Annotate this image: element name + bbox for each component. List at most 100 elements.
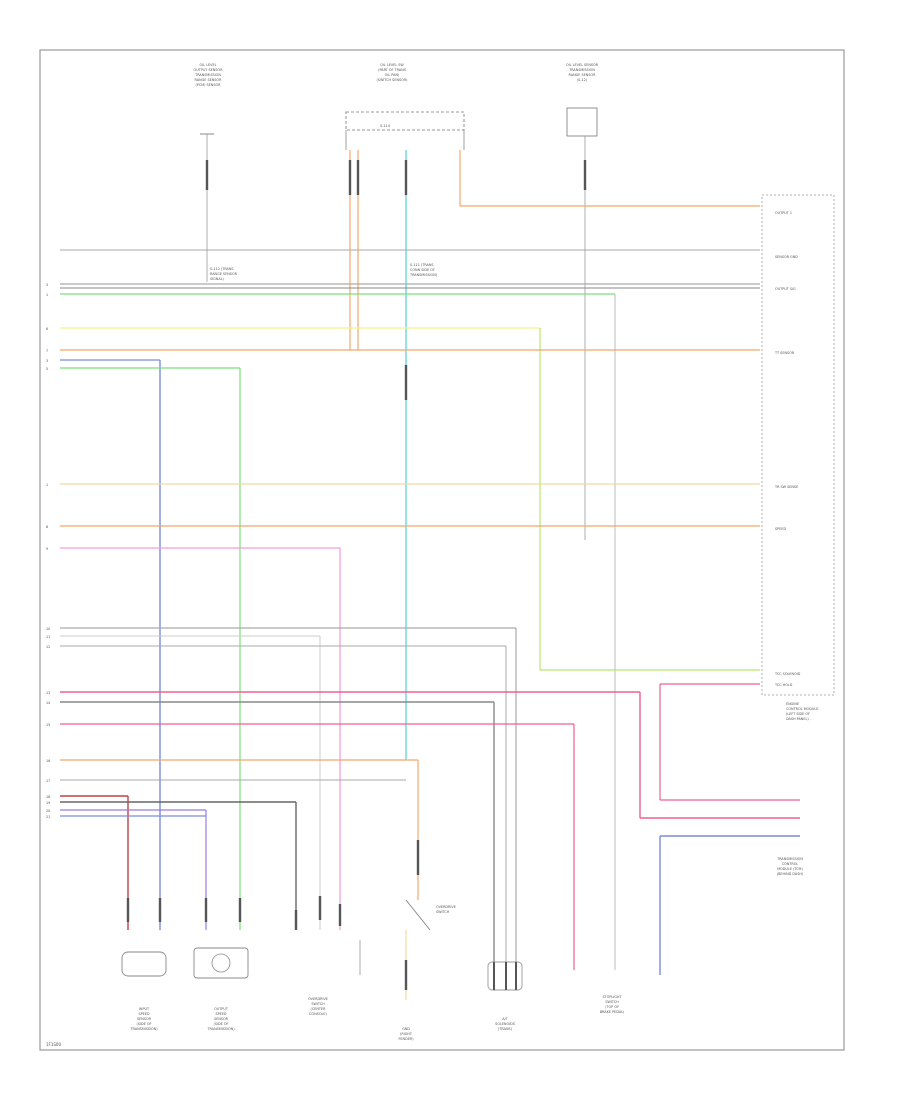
top-mid-label-2: (PART OF TRANS [378, 68, 406, 72]
pcm-pin-2: SENSOR GND [775, 255, 798, 259]
splice-label: S-114 [380, 124, 390, 128]
pcm-pin-7: TCC SOLENOID [774, 672, 801, 676]
overdrive-switch-console: OVERDRIVE SWITCH (CENTER CONSOLE) [308, 940, 361, 1016]
pcm-caption-3: (LEFT SIDE OF [786, 712, 810, 716]
svg-text:10: 10 [46, 627, 50, 631]
svg-text:17: 17 [46, 779, 50, 783]
label: OVERDRIVE [308, 997, 328, 1001]
splice-mid-3: TRANSMISSION) [409, 273, 438, 277]
sensor-body [121, 951, 167, 977]
svg-text:13: 13 [46, 691, 50, 695]
pcm-pin-8: TCC HOLD [774, 683, 793, 687]
label: (TOP OF [605, 1005, 619, 1009]
label: (TRANS) [498, 1027, 513, 1031]
label: SWITCH [605, 1000, 619, 1004]
pcm-pin-5: TR SW SENSE [774, 485, 798, 489]
pcm-caption-1: ENGINE [786, 702, 799, 706]
pcm-caption-4: DASH PANEL) [786, 717, 809, 721]
top-right-label-1: OIL LEVEL SENSOR [566, 63, 599, 67]
svg-text:18: 18 [46, 795, 50, 799]
splice-left-1: S-112 (TRANS [210, 267, 234, 271]
label: SPEED [215, 1012, 226, 1016]
label: CONSOLE) [309, 1012, 327, 1016]
label: SOLENOIDS [495, 1022, 515, 1026]
label: TRANSMISSION) [129, 1027, 158, 1031]
label: SPEED [138, 1012, 149, 1016]
label: SWITCH [311, 1002, 325, 1006]
overdrive-cancel-switch: OVERDRIVE SWITCH GND (RIGHT FENDER) [398, 840, 456, 1041]
top-left-component: OIL LEVEL OUTPUT SENSOR TRANSMISSION RAN… [194, 63, 223, 282]
label: TRANSMISSION) [206, 1027, 235, 1031]
label: GND [402, 1027, 410, 1031]
pcm-pin-6: SPEED [775, 527, 786, 531]
label: (SIDE OF [137, 1022, 152, 1026]
input-speed-sensor: INPUT SPEED SENSOR (SIDE OF TRANSMISSION… [121, 951, 167, 1031]
top-right-label-4: (S-12) [577, 78, 588, 82]
top-left-label-3: TRANSMISSION [194, 73, 221, 77]
svg-text:20: 20 [46, 809, 50, 813]
label: (RIGHT [400, 1032, 413, 1036]
label: BRAKE PEDAL) [600, 1010, 625, 1014]
stoplight-switch: STOPLIGHT SWITCH (TOP OF BRAKE PEDAL) [600, 995, 625, 1014]
svg-text:15: 15 [46, 723, 50, 727]
svg-text:8: 8 [46, 525, 48, 529]
label: MODULE (TCM) [777, 867, 803, 871]
label: (SIDE OF [214, 1022, 229, 1026]
sensor-body [566, 107, 598, 137]
splice-left-2: RANGE SENSOR [210, 272, 238, 276]
label: INPUT [139, 1007, 150, 1011]
splice-mid-2: CONN SIDE OF [410, 268, 435, 272]
sensor-body [193, 947, 249, 979]
pcm-pin-1: OUTPUT 1 [775, 211, 792, 215]
svg-text:7: 7 [46, 349, 48, 353]
svg-text:6: 6 [46, 327, 48, 331]
top-mid-label-3: OIL PAN) [385, 73, 400, 77]
diagram-border [39, 49, 845, 1051]
label: CONTROL [782, 862, 799, 866]
label: (BEHIND DASH) [777, 872, 804, 876]
top-mid-label-4: (SWITCH SENSOR) [376, 78, 408, 82]
top-right-label-3: RANGE SENSOR [569, 73, 597, 77]
pcm-pin-3: OUTPUT SIG [775, 287, 796, 291]
splice-left-3: SIGNAL) [210, 277, 225, 281]
top-left-label-1: OIL LEVEL [199, 63, 216, 67]
switch-contact [405, 899, 431, 931]
top-left-label-4: RANGE SENSOR [195, 78, 223, 82]
svg-text:19: 19 [46, 801, 50, 805]
pcm-caption-2: CONTROL MODULE [786, 707, 818, 711]
at-solenoids: A/T SOLENOIDS (TRANS) [487, 961, 523, 1031]
svg-text:11: 11 [46, 635, 50, 639]
svg-text:12: 12 [46, 645, 50, 649]
svg-text:1: 1 [46, 483, 48, 487]
splice-mid-1: S-111 (TRANS [410, 263, 434, 267]
top-mid-label-1: OIL LEVEL SW [380, 63, 404, 67]
sensor-coil [211, 953, 231, 973]
label: OUTPUT [214, 1007, 229, 1011]
output-speed-sensor: OUTPUT SPEED SENSOR (SIDE OF TRANSMISSIO… [193, 947, 249, 1031]
label: TRANSMISSION [776, 857, 803, 861]
pcm-box [761, 194, 835, 696]
top-mid-component: OIL LEVEL SW (PART OF TRANS OIL PAN) (SW… [345, 63, 465, 150]
svg-text:1: 1 [46, 293, 48, 297]
transmission-control-module: TRANSMISSION CONTROL MODULE (TCM) (BEHIN… [776, 857, 804, 876]
top-right-label-2: TRANSMISSION [568, 68, 595, 72]
top-left-label-5: (PCM) SENSOR [195, 83, 221, 87]
svg-text:16: 16 [46, 759, 50, 763]
footer-code: 1F1S00 [46, 1042, 61, 1047]
label: STOPLIGHT [602, 995, 622, 999]
svg-text:3: 3 [46, 359, 48, 363]
switch-body [345, 111, 465, 131]
label: SENSOR [214, 1017, 229, 1021]
svg-text:14: 14 [46, 701, 50, 705]
svg-text:21: 21 [46, 815, 50, 819]
svg-text:3: 3 [46, 283, 48, 287]
label: OVERDRIVE [436, 905, 456, 909]
left-pin-numbers: 3 1 6 7 3 5 1 8 9 10 11 12 13 14 15 16 1… [46, 283, 50, 819]
label: FENDER) [398, 1037, 414, 1041]
label: SENSOR [137, 1017, 152, 1021]
label: SWITCH [436, 910, 450, 914]
pcm-pin-4: TT SENSOR [774, 351, 795, 355]
svg-text:5: 5 [46, 367, 48, 371]
label: (CENTER [311, 1007, 327, 1011]
